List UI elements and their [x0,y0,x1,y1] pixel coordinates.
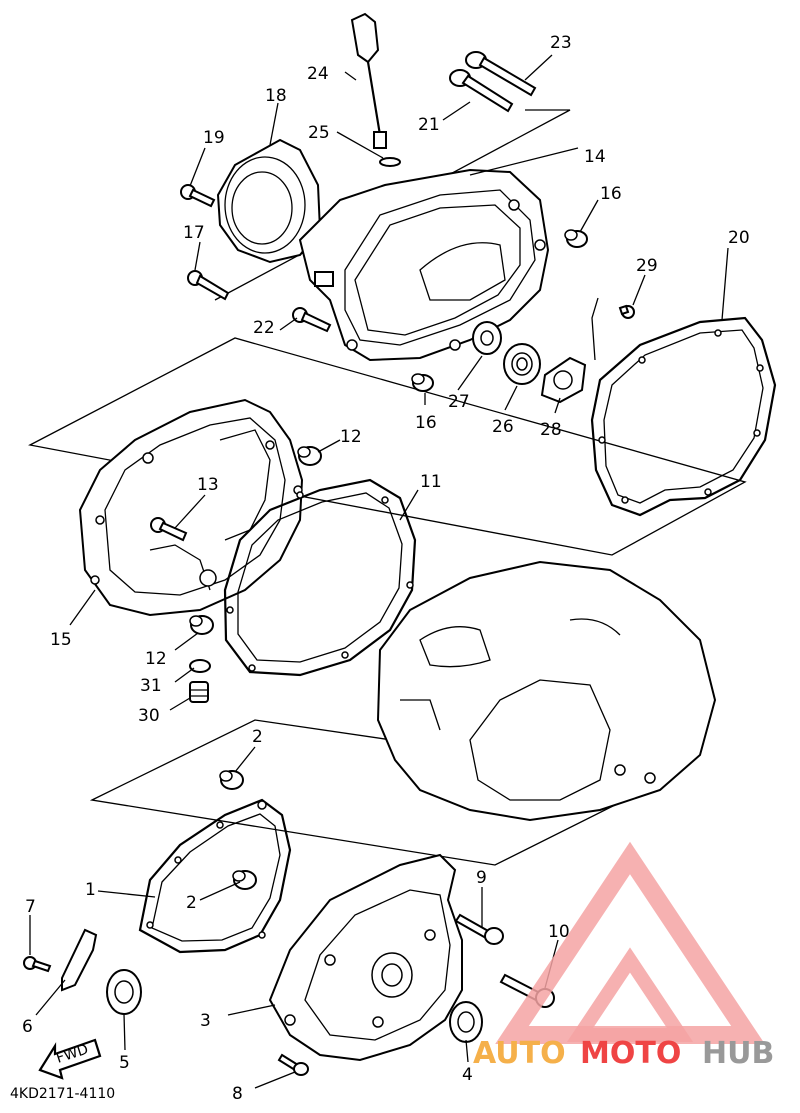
part-3-crankcase-cover [268,853,463,1062]
part-9-bolt [454,913,504,945]
callout-13: 13 [197,475,219,495]
part-23-bolt [465,51,537,97]
part-14-crankcase-cover [298,168,550,362]
callout-5: 5 [119,1053,130,1073]
callout-1: 1 [85,880,96,900]
callout-16-lower: 16 [415,413,437,433]
part-2-dowel-lower [232,870,257,890]
part-18-cover-plate [216,138,322,264]
part-5-oil-seal [106,969,142,1015]
callout-24: 24 [307,64,329,84]
callout-28: 28 [540,420,562,440]
part-17-bolt [187,270,230,301]
part-1-gasket [138,798,292,954]
watermark-logo: AUTO MOTO HUB [473,841,774,1071]
part-20-gasket [590,316,777,517]
part-6-retainer [61,928,98,992]
callout-30: 30 [138,706,160,726]
callout-27: 27 [448,392,470,412]
callout-7: 7 [25,897,36,917]
callout-21: 21 [418,115,440,135]
part-16-dowel-top [564,229,588,248]
callout-14: 14 [584,147,606,167]
part-29-screw [618,304,635,319]
callout-12-upper: 12 [340,427,362,447]
callout-17: 17 [183,223,205,243]
part-27-oil-seal [472,321,502,355]
part-8-bolt [277,1053,309,1076]
part-11-gasket [223,478,417,677]
callout-8: 8 [232,1084,243,1104]
part-12-dowel-lower [189,615,214,635]
watermark-text-auto: AUTO [473,1036,566,1071]
watermark-text-moto: MOTO [580,1036,681,1071]
callout-31: 31 [140,676,162,696]
diagram-code: 4KD2171-4110 [10,1086,115,1102]
leader-29-28 [591,297,599,361]
callout-23: 23 [550,33,572,53]
callout-2-lower: 2 [186,893,197,913]
part-22-bolt [292,307,332,333]
callout-labels: 2 1 2 3 4 5 6 7 8 9 10 11 12 12 13 14 15… [22,33,750,1104]
fwd-label: FWD [54,1041,90,1066]
callout-9: 9 [476,868,487,888]
callout-11: 11 [420,472,442,492]
callout-18: 18 [265,86,287,106]
part-13-bolt [150,517,188,542]
part-15-clutch-cover [78,398,304,617]
callout-26: 26 [492,417,514,437]
callout-2-upper: 2 [252,727,263,747]
part-16-dowel-lower [411,373,434,392]
part-12-dowel-upper [297,446,322,466]
crankcase-body [376,560,717,822]
part-24-dipstick [350,12,387,149]
part-31-o-ring [189,659,211,673]
part-30-plug [189,681,209,703]
plane-middle [28,337,747,556]
callout-19: 19 [203,128,225,148]
part-28-bearing-plate [540,356,587,404]
part-2-dowel-upper [219,770,244,790]
callout-4: 4 [462,1065,473,1085]
part-26-bearing [503,343,541,385]
callout-10: 10 [548,922,570,942]
callout-29: 29 [636,256,658,276]
callout-16-upper: 16 [600,184,622,204]
part-7-bolt [23,956,52,973]
callout-15: 15 [50,630,72,650]
callout-20: 20 [728,228,750,248]
part-19-bolt [180,184,216,208]
part-25-o-ring [379,157,401,167]
part-21-bolt [449,69,514,113]
callout-22: 22 [253,318,275,338]
callout-12-lower: 12 [145,649,167,669]
fwd-arrow-icon: FWD [38,1038,102,1080]
callout-25: 25 [308,123,330,143]
callout-6: 6 [22,1017,33,1037]
watermark-text-hub: HUB [702,1036,774,1071]
callout-3: 3 [200,1011,211,1031]
